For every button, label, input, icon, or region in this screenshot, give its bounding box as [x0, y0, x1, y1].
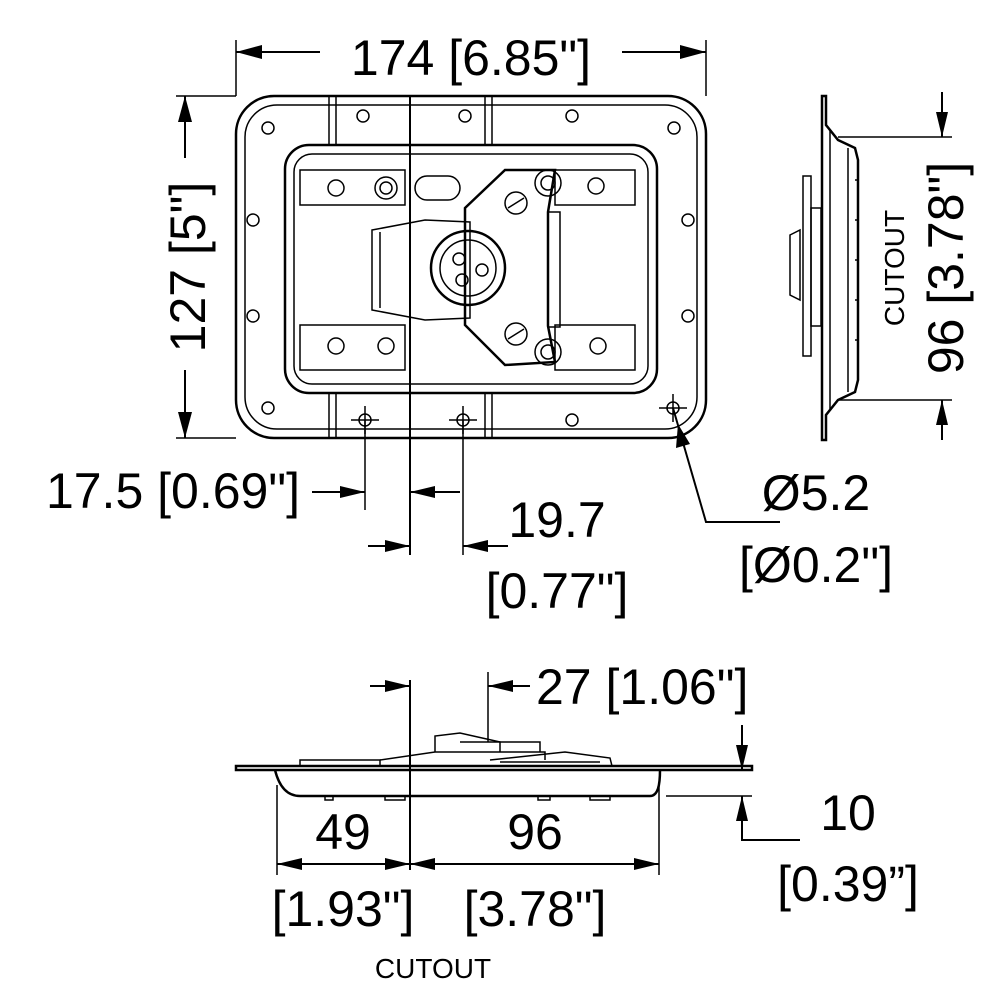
side-view: 96 [3.78"] CUTOUT — [789, 92, 974, 442]
offset-left-label: 17.5 [0.69"] — [46, 463, 300, 519]
crosshair-holes — [351, 394, 687, 434]
bottom-dish — [273, 769, 662, 798]
offset-right-value: 19.7 — [508, 492, 605, 548]
bottom-left-inch: [1.93"] — [272, 881, 415, 937]
width-label: 174 [6.85"] — [351, 30, 591, 86]
top-view: 174 [6.85"] 127 [5"] 17.5 [0.69"] 19.7 [… — [46, 30, 893, 619]
offset-right-inch: [0.77"] — [486, 563, 629, 619]
bottom-right-value: 96 — [507, 804, 563, 860]
dish-inner-outline — [293, 153, 649, 385]
latch-plate — [463, 168, 557, 367]
bottom-right-inch: [3.78"] — [464, 881, 607, 937]
bottom-depth-inch: [0.39”] — [777, 856, 919, 912]
side-cutout-label: CUTOUT — [879, 210, 910, 326]
lock-cylinder — [429, 229, 507, 307]
latch-arm — [371, 219, 471, 321]
mounting-holes — [246, 109, 695, 427]
bottom-cutout-label: CUTOUT — [375, 953, 491, 984]
bottom-depth-value: 10 — [820, 785, 876, 841]
side-profile — [820, 94, 860, 442]
height-label: 127 [5"] — [160, 182, 216, 353]
side-cutout-height-label: 96 [3.78"] — [918, 162, 974, 374]
hole-diameter-label: Ø5.2 — [762, 465, 870, 521]
dish-outline — [283, 143, 659, 395]
bottom-offset-label: 27 [1.06"] — [536, 659, 748, 715]
bottom-view: 27 [1.06"] 49 [1.93"] 96 [3.78"] CUTOUT … — [234, 659, 919, 984]
plate-inner-outline — [244, 104, 698, 430]
hole-diameter-inch: [Ø0.2"] — [739, 537, 893, 593]
plate-outline — [234, 94, 708, 440]
bottom-left-value: 49 — [315, 804, 371, 860]
bottom-flange — [234, 764, 754, 772]
